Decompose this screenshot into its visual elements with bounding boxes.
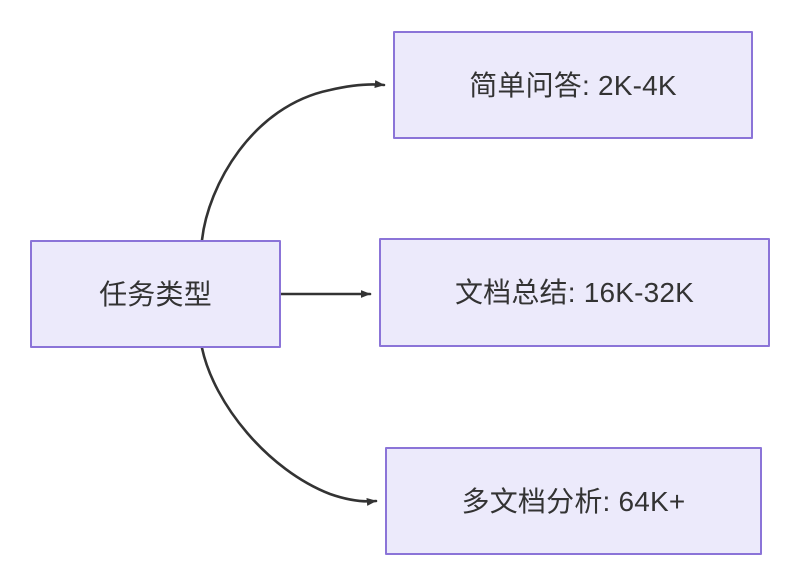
node-multi-document-analysis-label: 多文档分析: 64K+ <box>461 485 686 517</box>
node-multi-document-analysis[interactable]: 多文档分析: 64K+ <box>385 447 762 555</box>
node-task-type[interactable]: 任务类型 <box>30 240 281 348</box>
node-simple-qa-label: 简单问答: 2K-4K <box>469 69 677 101</box>
edge-root-to-simple <box>200 80 386 242</box>
node-document-summary-label: 文档总结: 16K-32K <box>454 277 695 308</box>
edge-root-to-multi <box>200 346 378 506</box>
node-simple-qa[interactable]: 简单问答: 2K-4K <box>393 31 753 139</box>
node-task-type-label: 任务类型 <box>99 278 212 310</box>
node-document-summary[interactable]: 文档总结: 16K-32K <box>379 238 770 347</box>
